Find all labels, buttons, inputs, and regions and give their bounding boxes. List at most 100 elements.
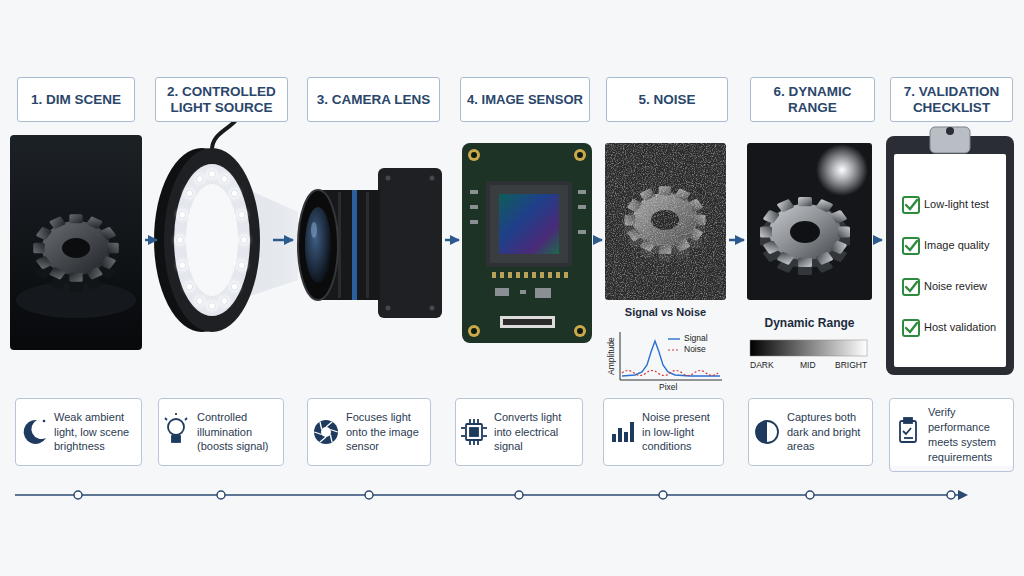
chip-icon xyxy=(470,428,478,436)
image-sensor-board xyxy=(468,325,480,337)
header-box: 6. DYNAMIC RANGE xyxy=(750,77,875,122)
stage-title: 3. CAMERA LENS xyxy=(317,92,431,108)
flow-arrow xyxy=(445,239,459,242)
signal-noise-chart xyxy=(668,349,680,350)
image-sensor-board xyxy=(470,205,478,209)
image-sensor-board xyxy=(468,149,480,161)
image-sensor-board xyxy=(548,272,552,278)
timeline xyxy=(806,491,814,499)
dynamic-range-photo xyxy=(760,197,850,267)
aperture-icon xyxy=(314,420,338,444)
image-sensor-board xyxy=(462,143,592,343)
description-text: Captures both dark and bright areas xyxy=(787,410,866,455)
ring-light xyxy=(175,235,185,245)
ring-light xyxy=(209,171,216,178)
dynamic-range-photo xyxy=(747,143,872,356)
bulb-icon xyxy=(168,419,184,435)
image-sensor-board xyxy=(524,272,528,278)
clipboard xyxy=(886,136,1014,375)
flow-arrow xyxy=(729,239,744,242)
stage-title: 2. CONTROLLED LIGHT SOURCE xyxy=(162,84,281,115)
image-sensor-board xyxy=(574,149,586,161)
aperture-icon xyxy=(320,422,322,430)
stage-title: 1. DIM SCENE xyxy=(31,92,121,108)
image-sensor-board xyxy=(470,190,478,194)
ring-light xyxy=(154,120,298,332)
timeline xyxy=(958,490,968,500)
image-sensor-board xyxy=(492,272,568,278)
chip-icon xyxy=(466,424,482,440)
timeline xyxy=(15,494,960,496)
dim-scene-photo xyxy=(10,135,142,350)
ring-light xyxy=(186,190,193,197)
description-text: Controlled illumination (boosts signal) xyxy=(197,410,277,455)
camera-lens xyxy=(298,168,442,318)
clipboard xyxy=(903,197,919,213)
image-sensor-board xyxy=(499,194,559,254)
contrast-icon xyxy=(756,421,767,443)
chip-icon xyxy=(469,419,471,423)
ring-light xyxy=(179,211,186,218)
ring-light xyxy=(231,190,238,197)
legend-entry: Noise xyxy=(684,344,706,354)
clipboard xyxy=(946,127,954,135)
aperture-icon xyxy=(321,427,331,437)
bars-icon xyxy=(630,422,634,442)
description-text: Focuses light onto the image sensor xyxy=(346,410,424,455)
description-text: Converts light into electrical signal xyxy=(494,410,576,455)
ring-light xyxy=(179,262,186,269)
description-text: Noise present in low-light conditions xyxy=(642,410,717,455)
image-sensor-board xyxy=(486,181,572,267)
camera-lens xyxy=(366,192,369,298)
description-box: Verify performance meets system requirem… xyxy=(889,398,1014,472)
header-box: 5. NOISE xyxy=(606,77,728,122)
image-sensor-board xyxy=(470,190,586,298)
image-sensor-board xyxy=(492,272,496,278)
timeline xyxy=(74,491,955,499)
image-sensor-board xyxy=(470,220,478,224)
header-box: 4. IMAGE SENSOR xyxy=(460,77,590,122)
signal-noise-chart xyxy=(622,371,718,376)
image-sensor-board xyxy=(520,290,526,294)
image-sensor-board xyxy=(516,272,520,278)
description-ground xyxy=(603,398,724,466)
signal-noise-chart xyxy=(620,332,722,380)
clipboard xyxy=(903,279,919,295)
flow-arrow xyxy=(875,239,882,242)
description-ground xyxy=(15,398,1014,466)
checklist-item: Noise review xyxy=(924,280,987,293)
bulb-icon xyxy=(185,418,187,420)
ring-light xyxy=(177,171,248,310)
ring-light xyxy=(164,148,260,332)
ring-light xyxy=(219,296,229,306)
aperture-icon xyxy=(314,422,337,442)
dynamic-range-photo xyxy=(790,221,820,243)
moon-icon xyxy=(43,420,46,423)
noisy-photo xyxy=(605,143,726,300)
image-sensor-board xyxy=(556,272,560,278)
image-sensor-board xyxy=(564,272,568,278)
flow-arrow xyxy=(273,239,293,242)
timeline xyxy=(74,491,82,499)
stage-column: 2. CONTROLLED LIGHT SOURCE xyxy=(160,77,270,340)
ring-light xyxy=(195,296,205,306)
camera-lens xyxy=(386,176,391,181)
clipboard xyxy=(906,282,917,291)
image-sensor-board xyxy=(471,152,583,334)
image-sensor-board xyxy=(508,272,512,278)
camera-lens xyxy=(298,190,338,300)
image-sensor-board xyxy=(471,152,477,158)
chip-icon xyxy=(483,435,487,437)
image-sensor-board xyxy=(577,152,583,158)
description-box: Converts light into electrical signal xyxy=(455,398,583,466)
clipboard xyxy=(906,200,917,332)
description-text: Weak ambient light, low scene brightness xyxy=(54,410,135,455)
clipboard xyxy=(930,127,970,153)
description-text: Verify performance meets system requirem… xyxy=(928,405,1007,464)
image-sensor-board xyxy=(490,185,568,263)
image-sensor-board xyxy=(532,272,536,278)
clipboard xyxy=(886,127,1014,375)
bars-icon xyxy=(618,428,622,442)
chip-icon xyxy=(461,427,465,429)
